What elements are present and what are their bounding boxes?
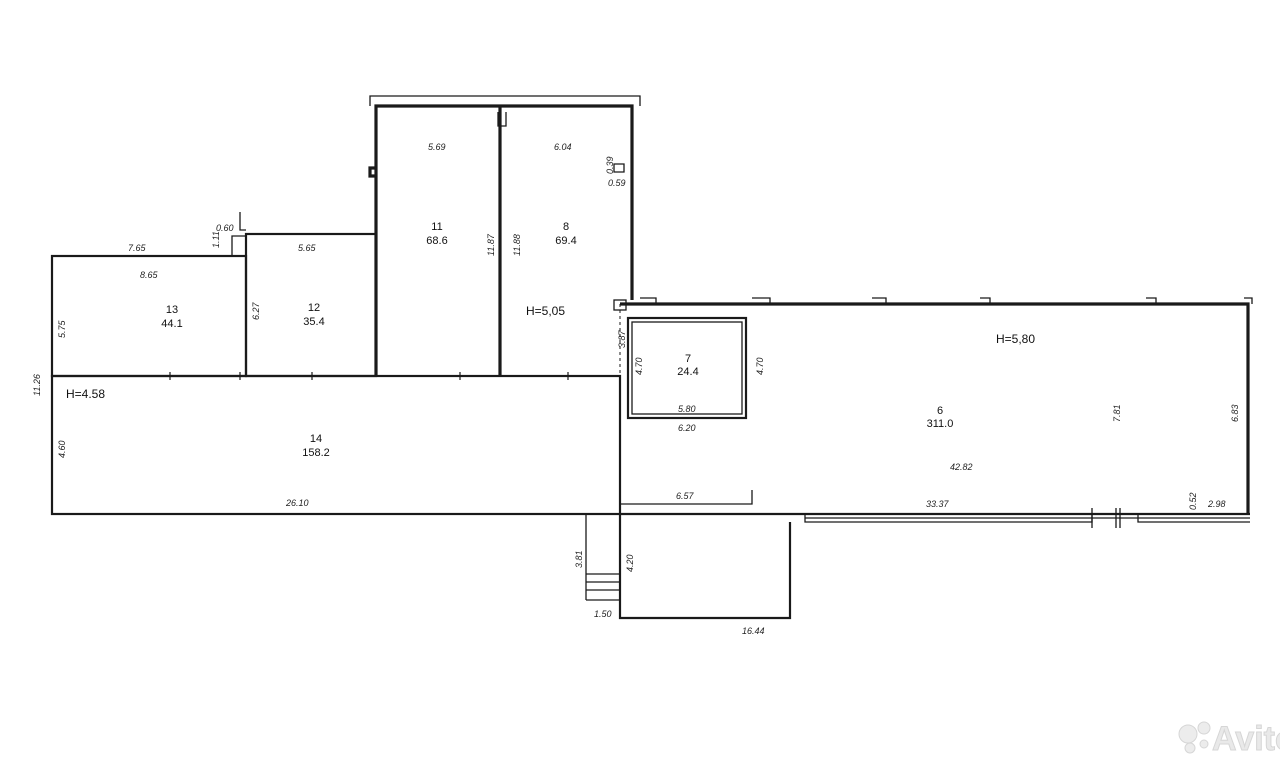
porch-steps bbox=[585, 514, 620, 601]
dim-16-44: 16.44 bbox=[742, 626, 765, 636]
column bbox=[613, 299, 627, 311]
dim-7-81: 7.81 bbox=[1112, 404, 1122, 422]
dim-0-60: 0.60 bbox=[216, 223, 234, 233]
room-13-number: 13 bbox=[166, 304, 178, 316]
dim-8-65: 8.65 bbox=[140, 270, 159, 280]
porch-outline bbox=[618, 514, 792, 620]
dim-2-98: 2.98 bbox=[1207, 499, 1226, 509]
room-14-number: 14 bbox=[310, 433, 322, 445]
height-middle: H=5,05 bbox=[526, 304, 565, 318]
dim-6-27: 6.27 bbox=[251, 301, 261, 320]
room-7-outline bbox=[626, 316, 748, 420]
partition-6-57 bbox=[620, 490, 753, 505]
dim-1-50: 1.50 bbox=[594, 609, 612, 619]
room-labels: 13 44.1 12 35.4 11 68.6 8 69.4 7 24.4 6 … bbox=[161, 221, 953, 459]
room-7-number: 7 bbox=[685, 353, 691, 365]
dim-5-80: 5.80 bbox=[678, 404, 696, 414]
ceiling-heights: H=4.58 H=5,05 H=5,80 bbox=[66, 304, 1035, 401]
room-14-area: 158.2 bbox=[302, 447, 330, 459]
dim-6-04: 6.04 bbox=[554, 142, 572, 152]
dim-42-82: 42.82 bbox=[950, 462, 973, 472]
room-12-notch bbox=[231, 212, 246, 256]
dim-26-10: 26.10 bbox=[285, 498, 309, 508]
dim-4-20: 4.20 bbox=[625, 554, 635, 572]
room-6-top-bumps bbox=[640, 297, 1253, 304]
room-11-area: 68.6 bbox=[426, 235, 447, 247]
room-14-outline bbox=[50, 374, 622, 516]
dim-4-60: 4.60 bbox=[57, 440, 67, 458]
dim-6-57: 6.57 bbox=[676, 491, 695, 501]
dim-6-20: 6.20 bbox=[678, 423, 696, 433]
room-7-inner bbox=[631, 321, 743, 415]
dim-3-87: 3.87 bbox=[617, 329, 627, 348]
dimensions: 7.65 8.65 1.11 0.60 5.65 5.69 6.04 0.39 … bbox=[32, 142, 1240, 636]
dim-7-65: 7.65 bbox=[128, 243, 147, 253]
height-right: H=5,80 bbox=[996, 332, 1035, 346]
dim-4-70-left: 4.70 bbox=[634, 357, 644, 375]
room-13-area: 44.1 bbox=[161, 318, 182, 330]
dim-3-81: 3.81 bbox=[574, 550, 584, 568]
avito-dots-icon bbox=[1178, 721, 1211, 754]
room-8-number: 8 bbox=[563, 221, 569, 233]
dim-0-39: 0.39 bbox=[605, 156, 615, 174]
room-6-outline bbox=[620, 302, 1250, 514]
ticks bbox=[169, 372, 569, 380]
room-11-outline bbox=[368, 104, 500, 376]
dim-6-83: 6.83 bbox=[1230, 404, 1240, 422]
room-6-bottom-window bbox=[804, 514, 1250, 523]
watermark-text: Avito bbox=[1212, 720, 1280, 758]
dim-11-26: 11.26 bbox=[32, 374, 42, 396]
dim-1-11: 1.11 bbox=[211, 231, 221, 248]
room-8-outline bbox=[498, 104, 634, 376]
room-7-area: 24.4 bbox=[677, 366, 698, 378]
room-11-number: 11 bbox=[431, 221, 442, 233]
height-left: H=4.58 bbox=[66, 387, 105, 401]
room-6-number: 6 bbox=[937, 405, 943, 417]
room-8-notch bbox=[497, 112, 625, 173]
dim-11-88: 11.88 bbox=[512, 234, 522, 256]
dim-11-87: 11.87 bbox=[486, 233, 496, 256]
dim-33-37: 33.37 bbox=[926, 499, 950, 509]
walls bbox=[50, 95, 1253, 620]
room-6-partition bbox=[1091, 508, 1121, 528]
room-12-area: 35.4 bbox=[303, 316, 324, 328]
room-6-area: 311.0 bbox=[927, 418, 954, 430]
dim-4-70-right: 4.70 bbox=[755, 357, 765, 375]
dim-0-52: 0.52 bbox=[1188, 492, 1198, 510]
dim-0-59: 0.59 bbox=[608, 178, 626, 188]
room-11-top-notch bbox=[369, 95, 641, 106]
dim-5-69: 5.69 bbox=[428, 142, 446, 152]
dim-5-75: 5.75 bbox=[57, 319, 67, 338]
room-12-number: 12 bbox=[308, 302, 320, 314]
dim-5-65: 5.65 bbox=[298, 243, 317, 253]
room-8-area: 69.4 bbox=[555, 235, 576, 247]
watermark: Avito bbox=[1178, 720, 1280, 759]
